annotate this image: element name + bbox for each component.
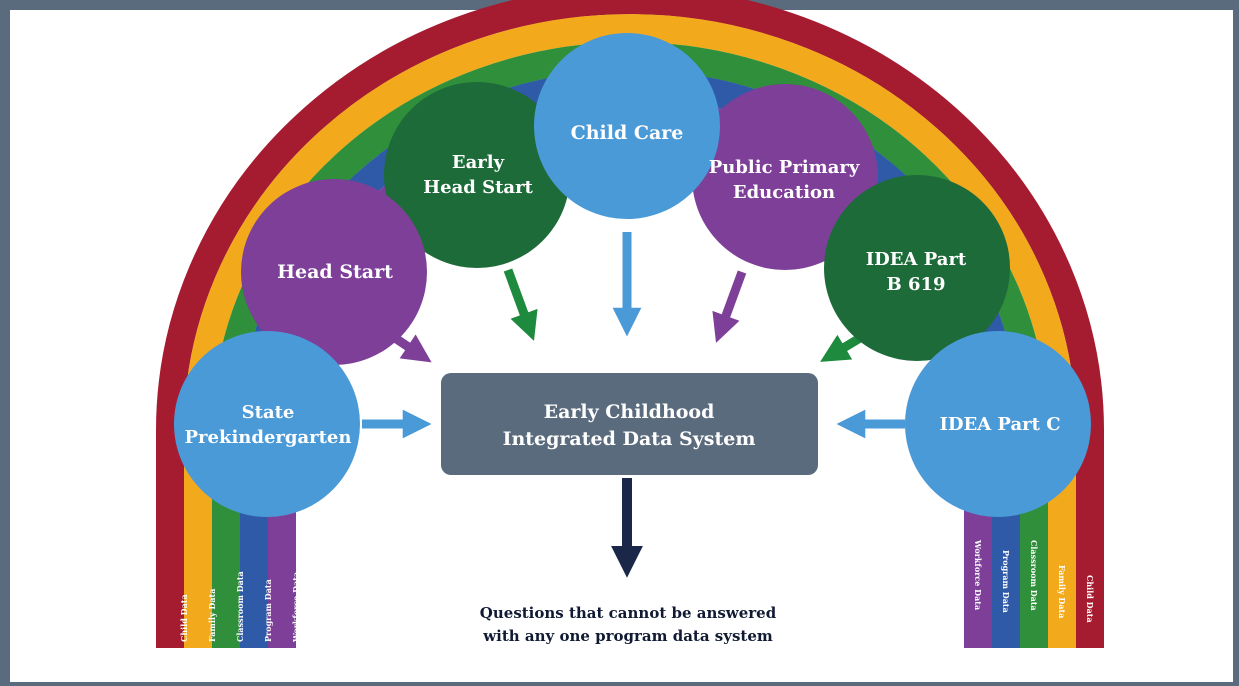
label-child-care: Child Care	[571, 122, 684, 144]
center-title-2: Integrated Data System	[503, 428, 756, 450]
question-line-1: Questions that cannot be answered	[480, 604, 777, 622]
label-public-primary-2: Education	[733, 182, 835, 203]
label-idea-b619-2: B 619	[886, 274, 945, 295]
band-label-right-classroom: Classroom Data	[1029, 540, 1039, 611]
label-early-head-start-1: Early	[452, 152, 505, 173]
arrow-head-start	[392, 334, 432, 363]
band-label-right-workforce: Workforce Data	[973, 539, 983, 610]
band-label-left-program: Program Data	[263, 579, 273, 642]
circle-idea-b619	[824, 175, 1010, 361]
label-head-start: Head Start	[277, 261, 393, 283]
arrow-idea-b619	[820, 334, 863, 362]
label-public-primary-1: Public Primary	[709, 157, 860, 178]
circle-head-start	[241, 179, 427, 365]
label-state-prek-2: Prekindergarten	[185, 427, 352, 448]
band-label-left-family: Family Data	[207, 589, 217, 642]
label-early-head-start-2: Head Start	[423, 177, 533, 198]
band-label-left-workforce: Workforce Data	[291, 572, 301, 643]
center-system-box: Early Childhood Integrated Data System	[441, 373, 818, 475]
circle-idea-c	[905, 331, 1091, 517]
band-child-data	[156, 0, 1104, 648]
circle-public-primary	[692, 84, 878, 270]
label-idea-c: IDEA Part C	[939, 414, 1060, 435]
center-title-1: Early Childhood	[544, 401, 715, 423]
circle-child-care	[534, 33, 720, 219]
band-label-right-family: Family Data	[1057, 565, 1067, 618]
band-label-right-program: Program Data	[1001, 550, 1011, 613]
band-label-right-child: Child Data	[1085, 575, 1095, 623]
band-label-left-child: Child Data	[179, 594, 189, 642]
arrows	[362, 232, 905, 578]
circle-state-prek	[174, 331, 360, 517]
band-label-left-classroom: Classroom Data	[235, 571, 245, 642]
label-idea-b619-1: IDEA Part	[866, 249, 967, 270]
arrow-public-primary	[712, 270, 747, 343]
arrow-early-head-start	[503, 268, 538, 341]
circle-early-head-start	[384, 82, 570, 268]
question-line-2: with any one program data system	[482, 627, 773, 645]
label-state-prek-1: State	[242, 402, 295, 423]
